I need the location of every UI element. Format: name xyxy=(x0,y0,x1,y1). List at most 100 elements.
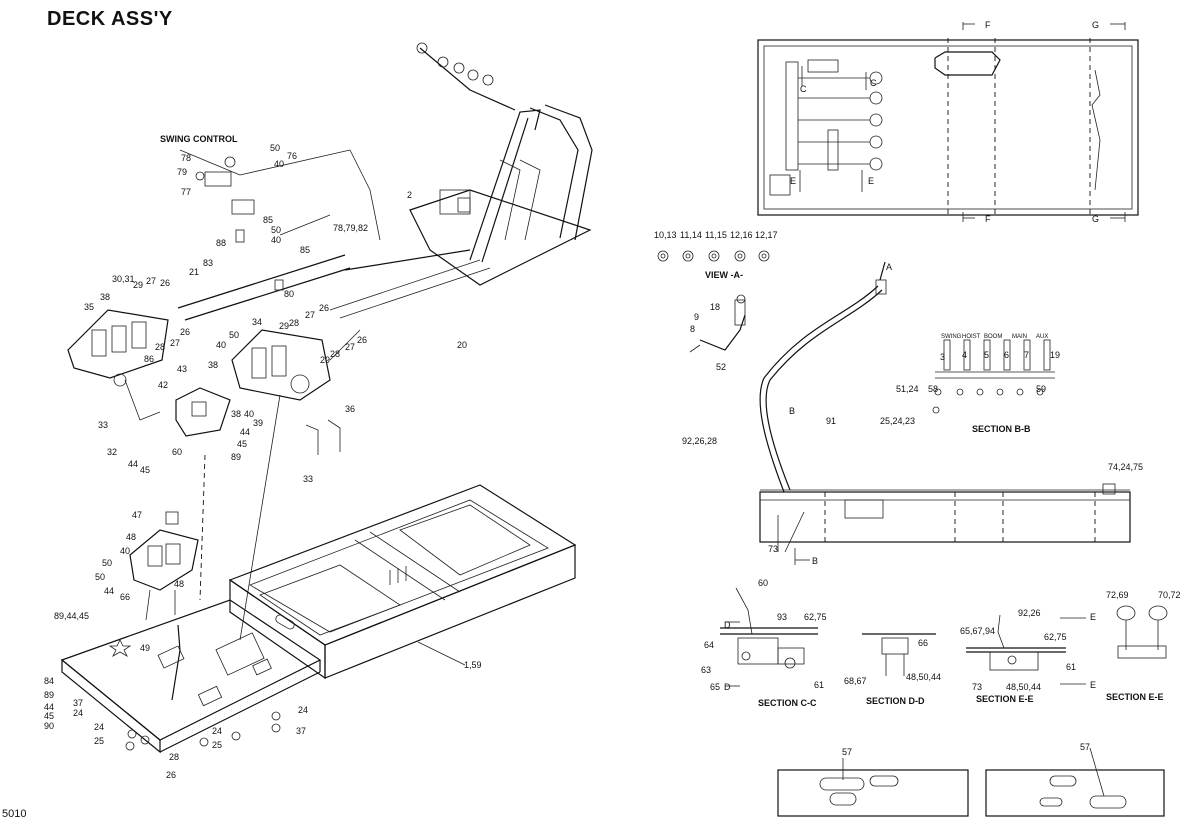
section-marker: E xyxy=(868,176,874,186)
callout: 37 xyxy=(73,698,83,708)
section-marker: D xyxy=(724,620,731,630)
callout: 38 xyxy=(231,409,241,419)
callout: 4 xyxy=(962,350,967,360)
callout: 33 xyxy=(98,420,108,430)
callout: 73 xyxy=(972,682,982,692)
callout: 83 xyxy=(203,258,213,268)
callout: 85 xyxy=(300,245,310,255)
callout: 27 xyxy=(146,276,156,286)
callout: 44 xyxy=(240,427,250,437)
callout: 65 xyxy=(710,682,720,692)
side-elevation xyxy=(759,483,1131,565)
callout: 24 xyxy=(94,722,104,732)
view-a-callout: 10,13 xyxy=(654,230,677,240)
callout: 9 xyxy=(694,312,699,322)
section-marker: F xyxy=(985,214,991,224)
section-marker: E xyxy=(1090,680,1096,690)
callout: 18 xyxy=(710,302,720,312)
callout: 79 xyxy=(177,167,187,177)
plate-right xyxy=(985,747,1165,817)
callout: 32 xyxy=(107,447,117,457)
callout: 44 xyxy=(104,586,114,596)
lever-label: BOOM xyxy=(984,334,1002,340)
callout: 35 xyxy=(84,302,94,312)
section-d-d xyxy=(862,633,936,676)
deck-plate xyxy=(60,599,322,754)
callout: 33 xyxy=(303,474,313,484)
callout: 48,50,44 xyxy=(906,672,941,682)
callout: 38 xyxy=(208,360,218,370)
section-marker: F xyxy=(985,20,991,30)
callout: 50 xyxy=(270,143,280,153)
callout: 63 xyxy=(701,665,711,675)
callout: 40 xyxy=(120,546,130,556)
callout: 61 xyxy=(1066,662,1076,672)
control-rod: A xyxy=(759,261,892,493)
callout: 1,59 xyxy=(464,660,482,670)
callout: 62,75 xyxy=(804,612,827,622)
section-marker: D xyxy=(724,682,731,692)
callout: 84 xyxy=(44,676,54,686)
callout: 8 xyxy=(690,324,695,334)
callout: 25 xyxy=(212,740,222,750)
callout: 26 xyxy=(180,327,190,337)
callout: 89,44,45 xyxy=(54,611,89,621)
control-valve-lower xyxy=(129,511,199,701)
section-marker: E xyxy=(1090,612,1096,622)
callout: 60 xyxy=(758,578,768,588)
callout: 89 xyxy=(44,690,54,700)
callout: 40 xyxy=(216,340,226,350)
callout: 40 xyxy=(274,159,284,169)
callout: 50 xyxy=(102,558,112,568)
callout: 26 xyxy=(166,770,176,780)
callout: 45 xyxy=(140,465,150,475)
callout: 29 xyxy=(320,355,330,365)
callout: 92,26,28 xyxy=(682,436,717,446)
callout: 48,50,44 xyxy=(1006,682,1041,692)
callout: 64 xyxy=(704,640,714,650)
callout: 76 xyxy=(287,151,297,161)
lever-label: SWING xyxy=(941,334,962,340)
callout: 44 xyxy=(128,459,138,469)
plan-view: C C E E F F G G xyxy=(757,20,1139,224)
callout: 68,67 xyxy=(844,676,867,686)
callout: 5 xyxy=(984,350,989,360)
callout: 93 xyxy=(777,612,787,622)
detail-bracket xyxy=(689,294,746,353)
callout: 47 xyxy=(132,510,142,520)
callout: 24 xyxy=(298,705,308,715)
view-a-callout: 12,17 xyxy=(755,230,778,240)
page-title: DECK ASS'Y xyxy=(47,8,173,30)
callout: 29 xyxy=(279,321,289,331)
callout: 72,69 xyxy=(1106,590,1129,600)
callout: 57 xyxy=(842,747,852,757)
callout: 43 xyxy=(177,364,187,374)
section-b-title: SECTION B-B xyxy=(972,424,1031,434)
callout: 40 xyxy=(244,409,254,419)
lever-label: HOIST xyxy=(962,334,981,340)
section-c-title: SECTION C-C xyxy=(758,698,817,708)
section-marker: G xyxy=(1092,214,1099,224)
callout: 50 xyxy=(95,572,105,582)
callout: 26 xyxy=(319,303,329,313)
callout: 78,79,82 xyxy=(333,223,368,233)
section-b-b: SWING HOIST BOOM MAIN AUX 3 4 5 6 7 19 5… xyxy=(880,334,1060,434)
callout: 51,24 xyxy=(896,384,919,394)
callout: 86 xyxy=(144,354,154,364)
callout: 50 xyxy=(271,225,281,235)
section-d-title: SECTION D-D xyxy=(866,696,925,706)
callout: 6 xyxy=(1004,350,1009,360)
callout: 80 xyxy=(284,289,294,299)
callout: 66 xyxy=(918,638,928,648)
view-a: 10,13 11,14 11,15 12,16 12,17 VIEW -A- xyxy=(654,230,778,280)
control-valve-right xyxy=(231,329,361,641)
callout: 21 xyxy=(189,267,199,277)
callout: 70,72 xyxy=(1158,590,1181,600)
callout: 52 xyxy=(716,362,726,372)
callout: 27 xyxy=(170,338,180,348)
callout: 74,24,75 xyxy=(1108,462,1143,472)
callout: 29 xyxy=(133,280,143,290)
section-e-e-1 xyxy=(966,614,1086,685)
callout: 89 xyxy=(231,452,241,462)
